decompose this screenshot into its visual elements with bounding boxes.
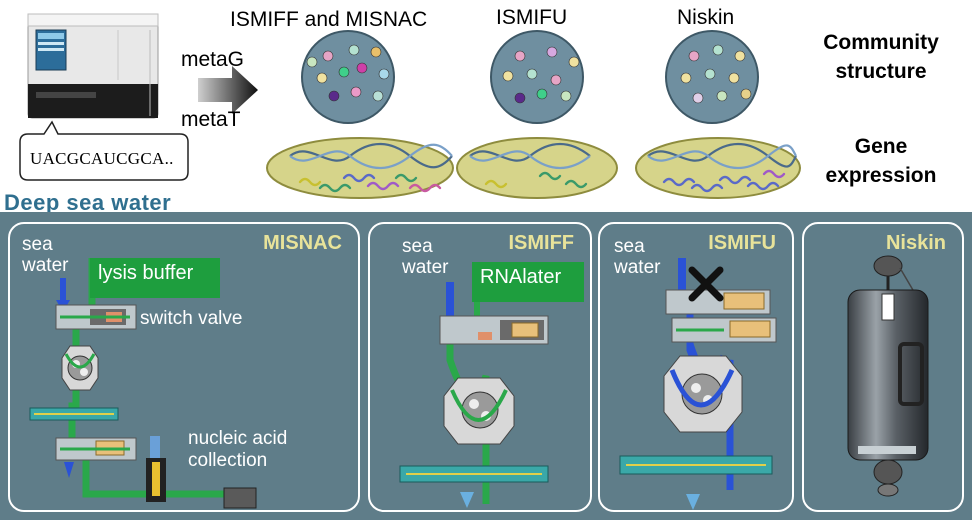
- cells-group-3: [680, 44, 752, 104]
- sequencing-arrow-icon: [198, 66, 258, 114]
- sea-water-label-ismiff: sea water: [402, 236, 449, 278]
- panel-ismiff: ISMIFF sea water: [368, 222, 592, 512]
- panel-niskin: Niskin: [802, 222, 964, 512]
- nucleic-acid-collection-label: nucleic acid collection: [188, 428, 288, 471]
- panel-misnac: MISNAC sea water: [8, 222, 360, 512]
- dna-helix-icons: [289, 143, 797, 169]
- group-title-niskin: Niskin: [677, 6, 735, 29]
- lysis-buffer-label: lysis buffer: [90, 258, 220, 298]
- sequence-text: UACGCAUCGCA..: [30, 149, 174, 168]
- expression-ovals: [266, 137, 801, 199]
- cells-group-1: [306, 44, 390, 102]
- gene-expression-title: Gene expression: [825, 135, 937, 187]
- panel-title-niskin: Niskin: [885, 232, 946, 254]
- panel-ismifu: ISMIFU sea water: [598, 222, 794, 512]
- deep-sea-water-label: Deep sea water: [4, 190, 172, 215]
- panel-title-ismifu: ISMIFU: [708, 232, 776, 254]
- group-title-ismifu: ISMIFU: [496, 6, 568, 29]
- sequencer-machine-icon: [27, 13, 159, 119]
- top-illustration-layer: [19, 13, 801, 199]
- metat-label: metaT: [181, 108, 241, 131]
- rna-squiggle-icons: [298, 169, 786, 193]
- community-structure-title: Community structure: [823, 31, 939, 83]
- group-title-ismiff-misnac: ISMIFF and MISNAC: [230, 8, 428, 31]
- cells-group-2: [502, 46, 580, 104]
- sea-water-label-ismifu: sea water: [614, 236, 661, 278]
- panel-title-ismiff: ISMIFF: [508, 232, 574, 254]
- speech-bubble: [19, 120, 189, 181]
- switch-valve-label: switch valve: [140, 308, 243, 329]
- rnalater-label: RNAlater: [472, 262, 584, 302]
- metag-label: metaG: [181, 48, 245, 71]
- panel-title-misnac: MISNAC: [263, 232, 342, 254]
- sea-water-label-misnac: sea water: [22, 234, 69, 276]
